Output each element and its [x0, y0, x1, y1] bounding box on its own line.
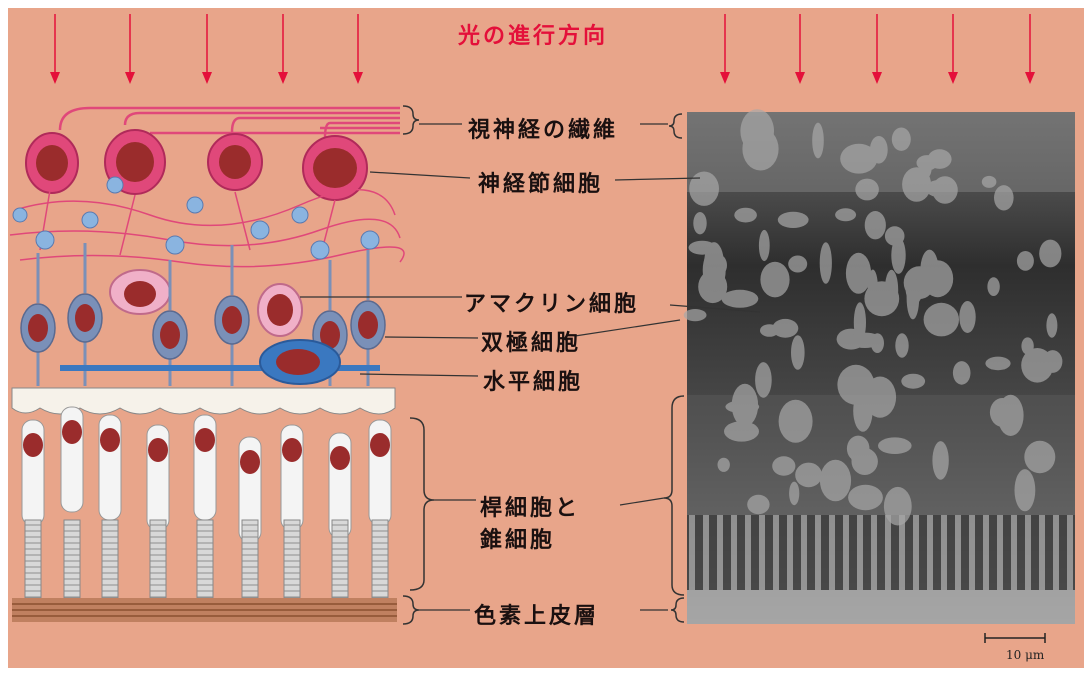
- amacrine-cells: [109, 269, 303, 337]
- down-arrow-icon: [202, 14, 212, 84]
- epithelium-bracket-left: [402, 595, 420, 625]
- light-direction-title: 光の進行方向: [458, 24, 609, 49]
- label-rods-cones-line2: 錐細胞: [480, 528, 556, 553]
- label-amacrine-cells: アマクリン細胞: [464, 292, 640, 317]
- sem-micrograph: [683, 109, 1075, 624]
- photoreceptor-cells: [21, 406, 392, 599]
- scale-bar: [984, 633, 1046, 643]
- pigment-epithelium-layer: [12, 598, 397, 622]
- fiber-bracket-right: [668, 113, 683, 139]
- down-arrow-icon: [948, 14, 958, 84]
- leader-lines: [300, 123, 761, 611]
- down-arrow-icon: [50, 14, 60, 84]
- horizontal-cells: [60, 339, 380, 385]
- scale-bar-label: 10 μm: [1006, 648, 1045, 662]
- label-horizontal-cells: 水平細胞: [483, 370, 584, 395]
- receptor-bracket-right: [663, 395, 685, 596]
- label-rods-cones-line1: 桿細胞と: [480, 496, 581, 521]
- down-arrow-icon: [125, 14, 135, 84]
- inner-plexiform-layer: [9, 188, 405, 268]
- down-arrow-icon: [795, 14, 805, 84]
- label-pigment-epithelium: 色素上皮層: [474, 604, 600, 629]
- label-optic-nerve-fibers: 視神経の繊維: [468, 118, 619, 143]
- down-arrow-icon: [720, 14, 730, 84]
- down-arrow-icon: [278, 14, 288, 84]
- receptor-bracket-left: [409, 417, 435, 591]
- epithelium-bracket-right: [670, 597, 685, 623]
- optic-nerve-fibers: [58, 106, 400, 139]
- down-arrow-icon: [872, 14, 882, 84]
- label-bipolar-cells: 双極細胞: [481, 331, 582, 356]
- down-arrow-icon: [1025, 14, 1035, 84]
- label-ganglion-cells: 神経節細胞: [478, 172, 604, 197]
- ganglion-cells: [25, 129, 368, 201]
- fiber-bracket-left: [402, 105, 420, 135]
- bipolar-cells: [20, 243, 386, 386]
- light-direction-arrows: [50, 14, 1035, 84]
- down-arrow-icon: [353, 14, 363, 84]
- bipolar-terminals: [12, 176, 380, 260]
